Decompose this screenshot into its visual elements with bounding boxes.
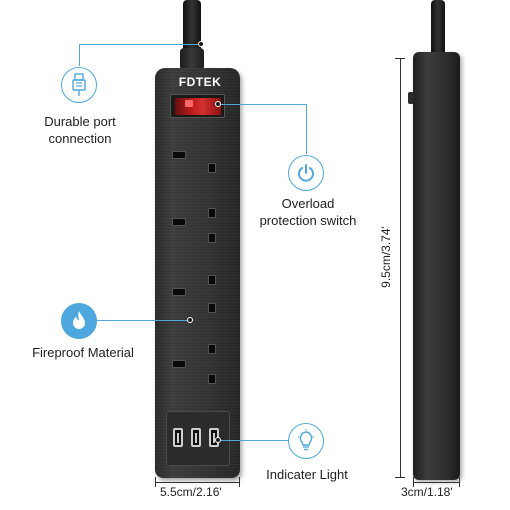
indicator-light-label: Indicater Light (266, 467, 348, 482)
depth-dimension-label: 3cm/1.18' (401, 485, 453, 499)
flame-icon (61, 303, 97, 339)
callout-line (221, 104, 307, 105)
callout-line (97, 320, 190, 321)
power-strip-front (155, 68, 240, 478)
switch-rocker (175, 98, 221, 115)
socket-earth-hole (172, 360, 186, 368)
socket-live-hole (208, 303, 216, 313)
socket-live-hole (208, 374, 216, 384)
overload-label: Overload protection switch (248, 195, 368, 229)
durable-port-label: Durable port connection (20, 113, 140, 147)
width-dimension-label: 5.5cm/2.16' (160, 485, 222, 499)
dimension-tick (395, 58, 405, 59)
power-icon (288, 155, 324, 191)
height-dimension-line (400, 58, 401, 478)
socket-live-hole (208, 163, 216, 173)
dimension-tick (459, 477, 460, 487)
overload-label-line2: protection switch (259, 213, 357, 228)
socket-earth-hole (172, 218, 186, 226)
usb-plug-icon (61, 67, 97, 103)
power-cable (183, 0, 201, 60)
dimension-tick (413, 477, 414, 487)
durable-port-label-line2: connection (48, 131, 112, 146)
durable-port-label-line1: Durable port (44, 114, 116, 129)
callout-dot (187, 317, 193, 323)
callout-dot (215, 437, 221, 443)
fireproof-label: Fireproof Material (32, 345, 134, 360)
socket-earth-hole (172, 288, 186, 296)
side-switch-edge (408, 92, 414, 104)
dimension-tick (239, 477, 240, 487)
socket-neutral-hole (208, 275, 216, 285)
socket-live-hole (208, 233, 216, 243)
dimension-tick (395, 477, 405, 478)
side-power-cable (431, 0, 445, 60)
power-strip-side (413, 52, 460, 480)
socket-earth-hole (172, 151, 186, 159)
callout-dot (198, 41, 204, 47)
usb-port[interactable] (173, 428, 183, 447)
callout-line (79, 44, 201, 45)
depth-dimension-line (413, 482, 460, 483)
callout-line (306, 104, 307, 154)
overload-label-line1: Overload (281, 196, 335, 211)
callout-dot (215, 101, 221, 107)
socket-neutral-hole (208, 208, 216, 218)
brand-logo: FDTEK (178, 75, 222, 89)
callout-line (221, 440, 288, 441)
callout-line (79, 44, 80, 66)
light-bulb-icon (288, 423, 324, 459)
dimension-tick (155, 477, 156, 487)
width-dimension-line (155, 482, 240, 483)
switch-indicator (185, 100, 193, 107)
usb-port[interactable] (191, 428, 201, 447)
height-dimension-label: 9.5cm/3.74' (379, 226, 393, 288)
socket-neutral-hole (208, 344, 216, 354)
